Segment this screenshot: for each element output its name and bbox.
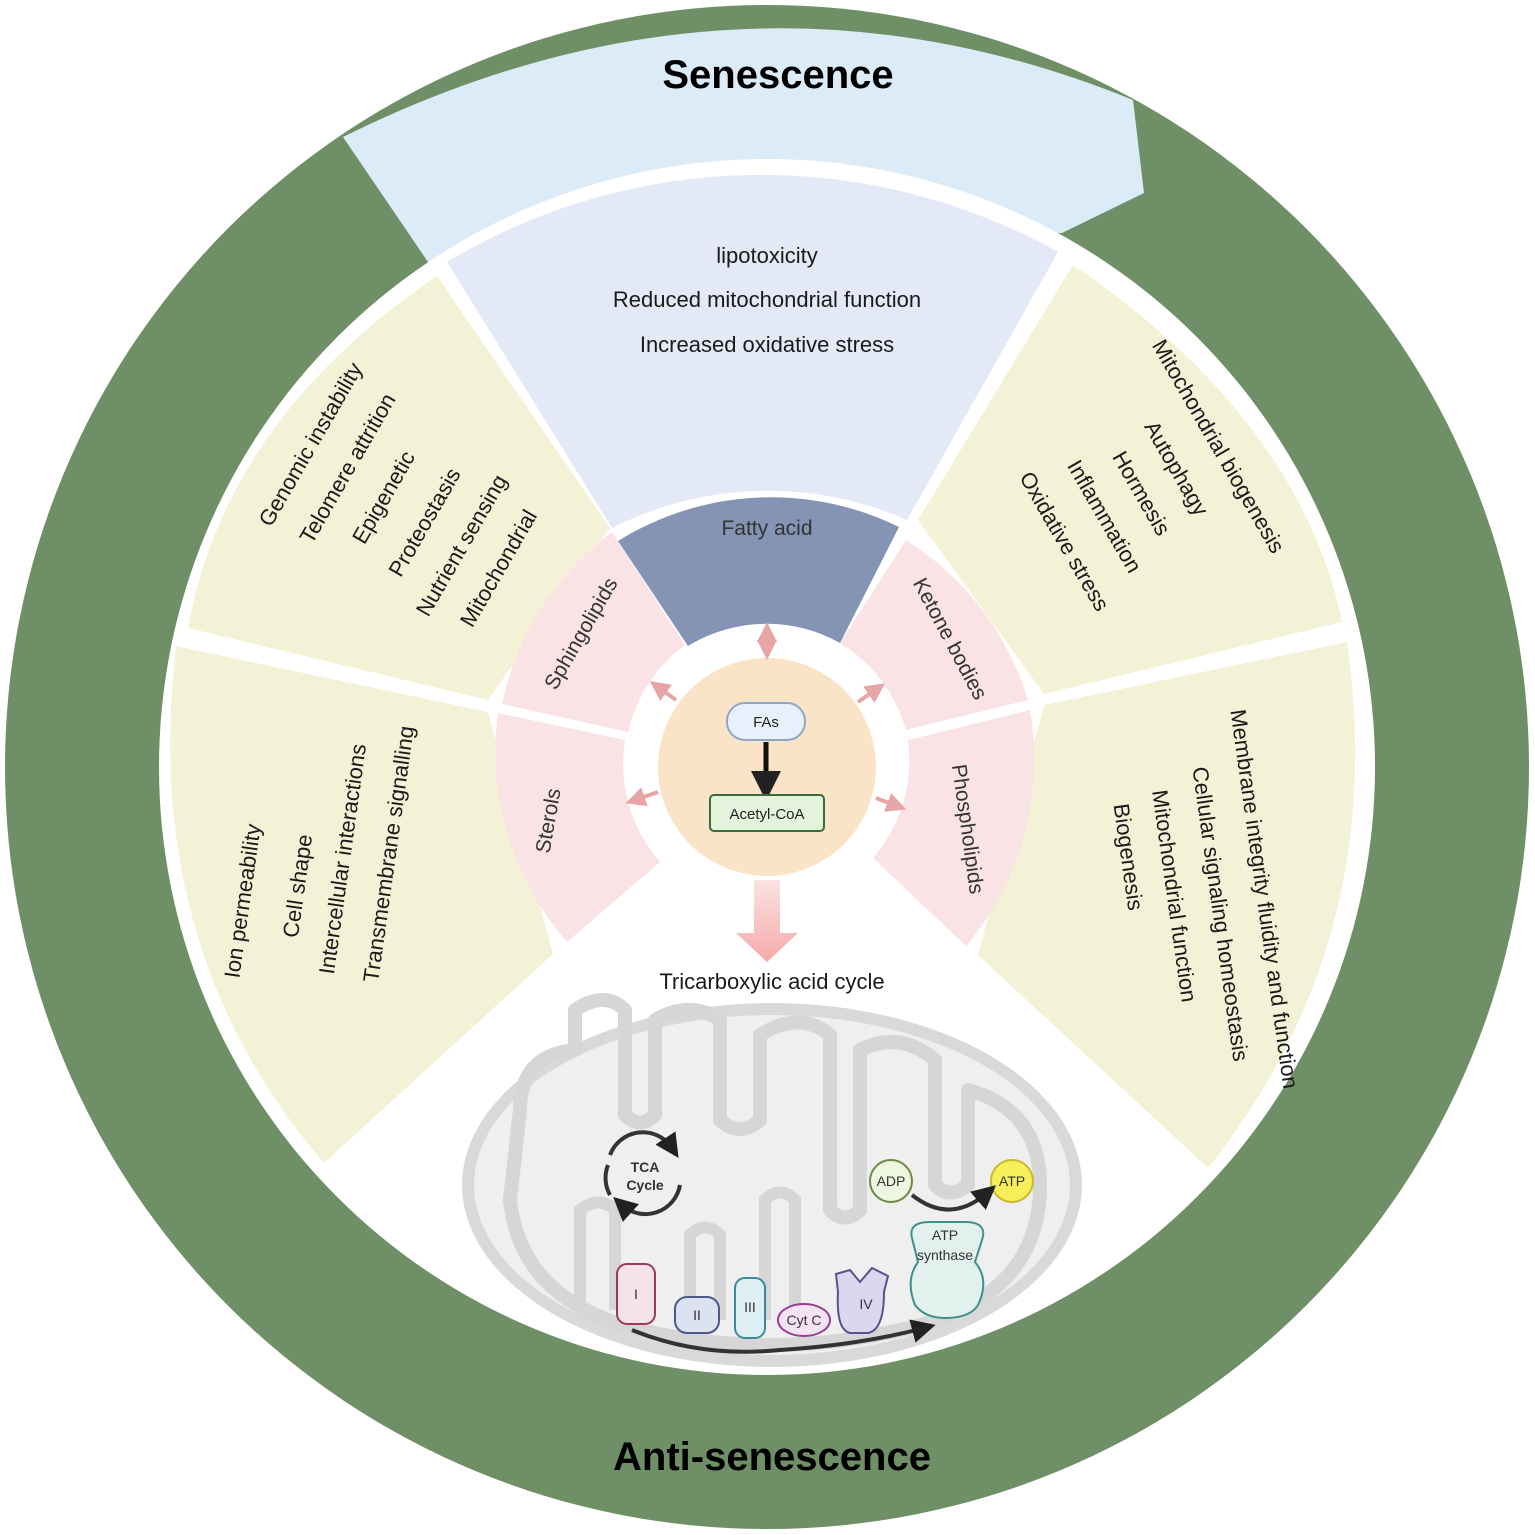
atp-synthase-label-2: synthase <box>917 1247 973 1263</box>
segment-sterols <box>495 713 660 942</box>
senescence-wedge <box>447 174 1058 529</box>
label-fatty-acid: Fatty acid <box>721 517 812 540</box>
complex-i-label: I <box>634 1286 638 1302</box>
arrow-to-phospholipids <box>875 793 907 812</box>
complex-iv-label: IV <box>859 1296 873 1312</box>
adp-label: ADP <box>877 1173 906 1189</box>
tca-cycle-icon: TCA Cycle <box>603 1130 682 1222</box>
acetyl-coa-label: Acetyl-CoA <box>729 806 804 823</box>
segment-ketone-bodies <box>840 540 1028 730</box>
tca-label-1: TCA <box>631 1159 660 1175</box>
fas-box <box>726 702 806 741</box>
arrow-to-sphingolipids <box>649 681 678 702</box>
senescence-item: lipotoxicity <box>716 243 817 268</box>
segment-phospholipids <box>873 710 1035 946</box>
panel-lower-right <box>978 642 1356 1168</box>
adp-to-atp-arrow <box>910 1185 997 1212</box>
fas-label: FAs <box>753 714 779 731</box>
tca-title: Tricarboxylic acid cycle <box>659 969 884 994</box>
senescence-item: Increased oxidative stress <box>640 332 894 357</box>
senescence-item: Reduced mitochondrial function <box>613 287 921 312</box>
atp-synthase <box>909 1221 985 1320</box>
title-senescence: Senescence <box>662 53 893 97</box>
mitochondrion: Tricarboxylic acid cycle TCA Cycle ADP A… <box>462 969 1082 1367</box>
complex-ii <box>674 1296 720 1334</box>
acetyl-coa-box <box>709 794 825 832</box>
title-anti-senescence: Anti-senescence <box>613 1435 931 1479</box>
cyt-c <box>777 1303 831 1337</box>
atp-synthase-label-1: ATP <box>932 1227 958 1243</box>
crista <box>684 1221 726 1320</box>
crista <box>759 1186 801 1320</box>
electron-transport-arrow <box>631 1319 936 1354</box>
complex-iv <box>834 1266 890 1334</box>
panel-upper-right <box>918 265 1342 694</box>
arrow-to-ketone-bodies <box>856 683 886 704</box>
tca-label-2: Cycle <box>626 1177 664 1193</box>
complex-iii <box>734 1277 766 1339</box>
complex-ii-label: II <box>693 1307 701 1323</box>
cristae <box>503 993 1047 1352</box>
atp-circle <box>990 1159 1034 1203</box>
panel-lower-left <box>170 646 553 1163</box>
senescence-list: lipotoxicity Reduced mitochondrial funct… <box>613 243 921 357</box>
arrow-to-sterols <box>625 787 659 807</box>
adp-circle <box>869 1159 913 1203</box>
segment-sphingolipids <box>502 532 685 732</box>
panel-upper-left <box>188 276 610 700</box>
complex-i <box>616 1263 656 1325</box>
cyt-c-label: Cyt C <box>787 1312 822 1328</box>
arrow-to-tca <box>736 880 798 962</box>
segment-fatty-acid <box>618 497 899 646</box>
atp-label: ATP <box>999 1173 1025 1189</box>
complex-iii-label: III <box>744 1299 756 1315</box>
